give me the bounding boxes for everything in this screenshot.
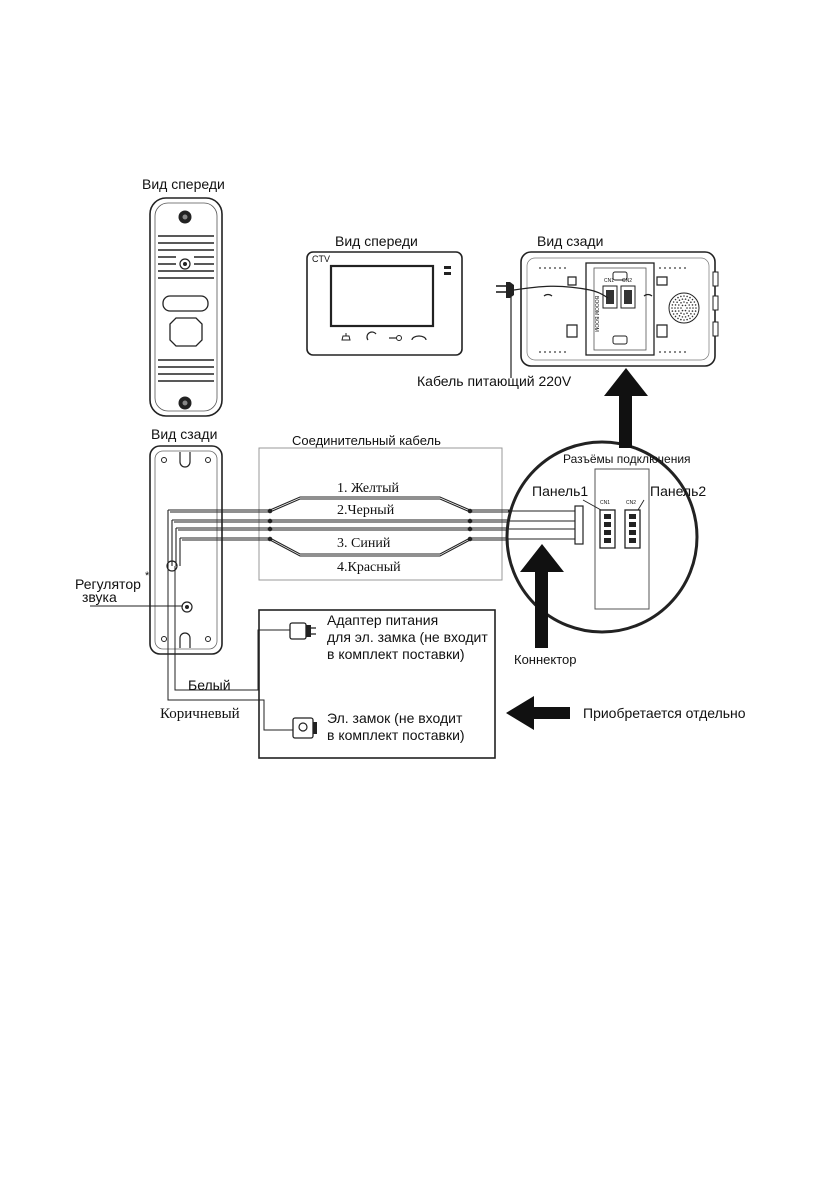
volume-label-line1: Регулятор (75, 576, 141, 592)
monitor-cn1-small: CN1 (604, 278, 615, 284)
panel1-label: Панель1 (532, 483, 589, 499)
call-panel-front (149, 197, 223, 417)
monitor-front (306, 251, 463, 356)
power-plug-icon (496, 282, 609, 378)
cn2-label: CN2 (626, 500, 637, 506)
panel-back-title: Вид сзади (151, 426, 218, 442)
volume-label-line2: звука (82, 589, 117, 605)
cn1-label: CN1 (600, 500, 611, 506)
lock-label-line1: Эл. замок (не входит (327, 710, 463, 726)
connector-plug (574, 505, 584, 545)
electric-lock-icon (292, 717, 317, 739)
monitor-back-title: Вид сзади (537, 233, 604, 249)
cable-title: Соединительный кабель (292, 433, 441, 448)
up-arrow-connector (520, 544, 564, 648)
lock-label-line2: в комплект поставки) (327, 727, 465, 743)
lock-wires (167, 566, 293, 731)
wire-4-label: 4.Красный (337, 560, 401, 575)
volume-mark: * (145, 570, 150, 582)
monitor-back (520, 251, 719, 367)
monitor-front-title: Вид спереди (335, 233, 418, 249)
wire-3-label: 3. Синий (337, 536, 391, 551)
wire-2-label: 2.Черный (337, 503, 395, 518)
power-cable-label: Кабель питающий 220V (417, 373, 572, 389)
power-adapter-icon (289, 622, 316, 640)
monitor-brand: CTV (312, 254, 330, 264)
cn2-socket (624, 509, 641, 549)
connectors-title: Разъёмы подключения (563, 452, 691, 466)
cable-junctions (267, 508, 473, 542)
panel-front-title: Вид спереди (142, 176, 225, 192)
white-wire-label: Белый (188, 677, 231, 693)
purchased-separately-label: Приобретается отдельно (583, 705, 746, 721)
panel2-label: Панель2 (650, 483, 707, 499)
pcb-marking: BOOOM BOOM (593, 296, 599, 332)
wire-1-label: 1. Желтый (337, 481, 400, 496)
lock-box (258, 609, 496, 759)
monitor-cn2-small: CN2 (622, 278, 633, 284)
adapter-label-line3: в комплект поставки) (327, 646, 465, 662)
adapter-label-line2: для эл. замка (не входит (327, 629, 488, 645)
brown-wire-label: Коричневый (160, 706, 240, 722)
cn1-socket (599, 509, 616, 549)
left-arrow-separately (506, 696, 570, 730)
call-panel-back (149, 445, 223, 655)
adapter-label-line1: Адаптер питания (327, 612, 439, 628)
cable-box (258, 447, 503, 581)
connector-label: Коннектор (514, 652, 577, 667)
up-arrow-to-monitor (604, 368, 648, 448)
